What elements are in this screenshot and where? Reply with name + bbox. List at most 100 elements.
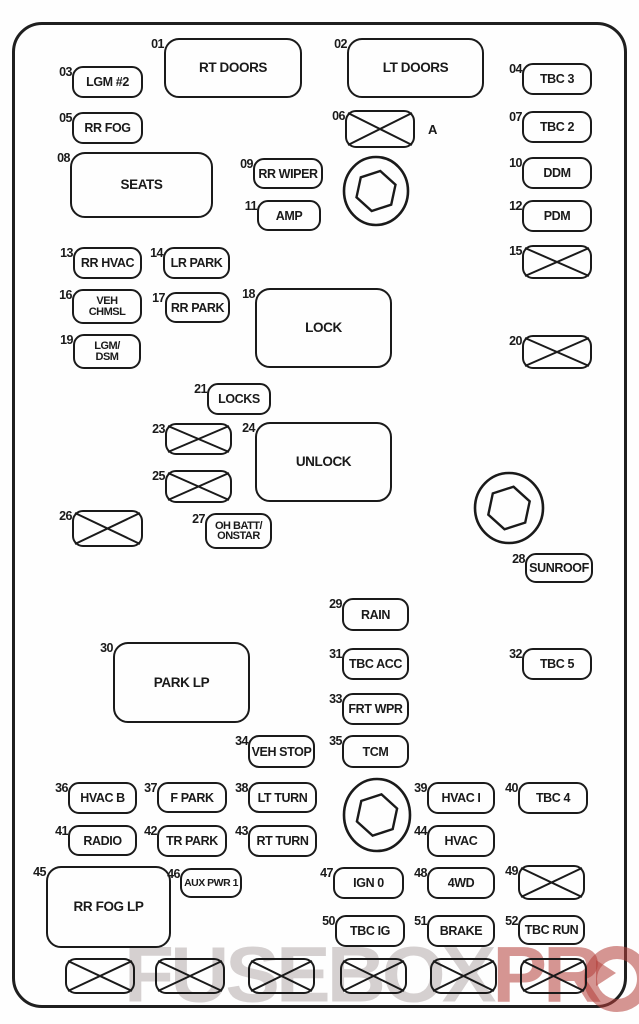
crossed-fuse-icon — [347, 111, 413, 146]
fuse-09: 09 RR WIPER — [240, 157, 323, 189]
fuse-number: 21 — [194, 382, 207, 396]
fuse-number: 44 — [414, 824, 427, 838]
label-a: A — [428, 122, 438, 137]
fuse-number: 34 — [235, 734, 248, 748]
fuse-label: TBC 2 — [539, 120, 575, 134]
fuse-number: 09 — [240, 157, 253, 171]
fuse-label: TBC 3 — [539, 72, 575, 86]
fuse-number: 29 — [329, 597, 342, 611]
crossed-fuse-icon — [342, 959, 405, 992]
fuse-number: 16 — [59, 288, 72, 302]
fuse-label: OH BATT/ONSTAR — [214, 519, 263, 542]
fuse-label: DDM — [543, 166, 571, 180]
fuse-number: 07 — [509, 110, 522, 124]
fuse-number: 43 — [235, 824, 248, 838]
fuse-number: 20 — [509, 334, 522, 348]
crossed-fuse-icon — [250, 959, 313, 992]
fuse-number: 02 — [334, 37, 347, 51]
fuse-number: 05 — [59, 111, 72, 125]
fuse-number: 47 — [320, 866, 333, 880]
fuse-label: TBC RUN — [524, 923, 579, 937]
fuse-number: 39 — [414, 781, 427, 795]
fuse-label: LR PARK — [170, 256, 223, 270]
fuse-label: RR FOG LP — [73, 899, 144, 914]
fuse-number: 15 — [509, 244, 522, 258]
fuse-blank-3 — [248, 958, 315, 994]
fuse-25: 25 — [152, 469, 232, 503]
fuse-blank-5 — [430, 958, 497, 994]
fuse-number: 01 — [151, 37, 164, 51]
fuse-number: 24 — [242, 421, 255, 435]
fuse-blank-4 — [340, 958, 407, 994]
fuse-label: TBC ACC — [349, 657, 402, 671]
fuse-label: RT TURN — [256, 834, 309, 848]
fuse-label: RR HVAC — [80, 256, 135, 270]
crossed-fuse-icon — [522, 959, 585, 992]
fuse-label: IGN 0 — [353, 876, 384, 890]
fuse-label: LOCK — [305, 320, 342, 335]
bolt-icon — [342, 777, 412, 853]
fuse-43: 43 RT TURN — [235, 824, 317, 857]
fuse-label: BRAKE — [439, 924, 483, 938]
fuse-label: PDM — [543, 209, 571, 223]
fuse-label: TBC 4 — [535, 791, 571, 805]
fuse-label: RR WIPER — [258, 166, 318, 181]
fuse-label: HVAC I — [441, 791, 481, 805]
bolt-icon — [342, 155, 410, 227]
bolt-icon — [473, 471, 545, 545]
fuse-label: HVAC — [444, 834, 478, 848]
fuse-label: LT TURN — [257, 790, 308, 805]
crossed-fuse-icon — [520, 866, 583, 898]
fuse-number: 49 — [505, 864, 518, 878]
fuse-number: 08 — [57, 151, 70, 165]
fuse-number: 25 — [152, 469, 165, 483]
fuse-label: SUNROOF — [529, 561, 589, 575]
fuse-number: 51 — [414, 914, 427, 928]
crossed-fuse-icon — [157, 959, 223, 992]
fuse-number: 45 — [33, 865, 46, 879]
fuse-15: 15 — [509, 244, 592, 279]
fuse-panel-outline — [12, 22, 627, 1008]
fuse-number: 50 — [322, 914, 335, 928]
crossed-fuse-icon — [167, 471, 230, 501]
fuse-23: 23 — [152, 422, 232, 455]
fuse-label: RR FOG — [84, 121, 131, 135]
fuse-label: AUX PWR 1 — [184, 877, 238, 889]
crossed-fuse-icon — [167, 424, 230, 453]
fuse-label: LOCKS — [218, 392, 260, 406]
fuse-number: 26 — [59, 509, 72, 523]
fuse-label: RT DOORS — [198, 60, 268, 75]
fuse-number: 46 — [167, 867, 180, 881]
fuse-blank-1 — [65, 958, 135, 994]
fuse-number: 42 — [144, 824, 157, 838]
fuse-number: 36 — [55, 781, 68, 795]
fuse-label: VEH STOP — [251, 744, 312, 759]
fuse-label: FRT WPR — [348, 702, 403, 716]
watermark-logo-arrow-icon — [596, 960, 616, 986]
fuse-number: 06 — [332, 109, 345, 123]
fuse-number: 18 — [242, 287, 255, 301]
fuse-number: 32 — [509, 647, 522, 661]
